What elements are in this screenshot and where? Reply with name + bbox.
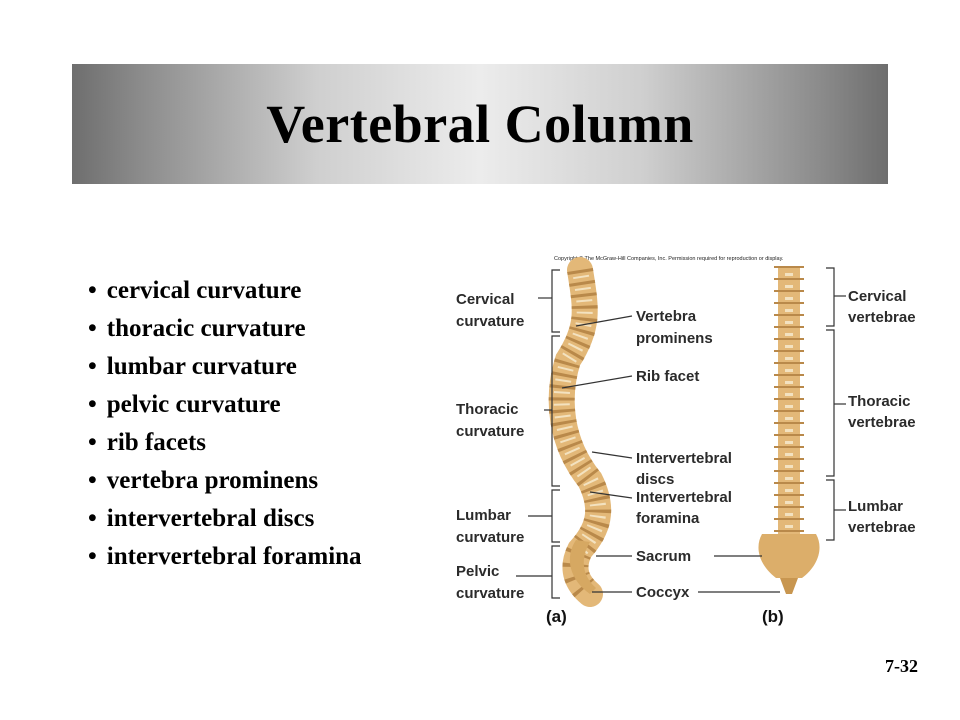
bullet-item: intervertebral discs — [88, 500, 362, 538]
label-thoracic-vertebrae-2: vertebrae — [848, 414, 916, 431]
label-thoracic-curvature-2: curvature — [456, 423, 524, 440]
label-sacrum: Sacrum — [636, 548, 691, 565]
label-lumbar-curvature-1: Lumbar — [456, 507, 511, 524]
title-bar: Vertebral Column — [72, 64, 888, 184]
label-cervical-vertebrae-1: Cervical — [848, 288, 906, 305]
cervical-bracket — [551, 269, 560, 333]
slide-number: 7-32 — [885, 656, 918, 676]
label-lumbar-curvature-2: curvature — [456, 529, 524, 546]
label-cervical-curvature-2: curvature — [456, 313, 524, 330]
spine-diagram: Copyright © The McGraw-Hill Companies, I… — [456, 255, 916, 626]
bullet-item: pelvic curvature — [88, 386, 362, 424]
right-brackets — [826, 267, 846, 541]
bullet-item: vertebra prominens — [88, 462, 362, 500]
label-pelvic-curvature-2: curvature — [456, 585, 524, 602]
label-intervertebral-foramina-1: Intervertebral — [636, 489, 732, 506]
slide-title: Vertebral Column — [266, 94, 694, 154]
label-rib-facet: Rib facet — [636, 368, 699, 385]
label-intervertebral-discs-2: discs — [636, 471, 674, 488]
label-thoracic-curvature-1: Thoracic — [456, 401, 519, 418]
bullet-item: intervertebral foramina — [88, 538, 362, 576]
label-intervertebral-discs-1: Intervertebral — [636, 450, 732, 467]
pelvic-bracket — [551, 545, 560, 599]
label-lumbar-vertebrae-2: vertebrae — [848, 519, 916, 536]
lumbar-vertebrae-bracket — [826, 479, 835, 541]
sacrum-lateral — [569, 540, 596, 594]
label-intervertebral-foramina-2: foramina — [636, 510, 700, 527]
posterior-spine — [758, 266, 820, 594]
sacrum-posterior — [758, 534, 820, 578]
bullet-item: rib facets — [88, 424, 362, 462]
bullet-item: cervical curvature — [88, 272, 362, 310]
label-thoracic-vertebrae-1: Thoracic — [848, 393, 911, 410]
panel-label-b: (b) — [762, 607, 784, 626]
label-cervical-curvature-1: Cervical — [456, 291, 514, 308]
lateral-spine-discs — [553, 268, 607, 556]
spine-figure: Copyright © The McGraw-Hill Companies, I… — [440, 248, 945, 638]
panel-label-a: (a) — [546, 607, 567, 626]
middle-leaders — [561, 315, 780, 593]
label-vertebra-prominens-2: prominens — [636, 330, 713, 347]
label-lumbar-vertebrae-1: Lumbar — [848, 498, 903, 515]
lumbar-bracket — [551, 489, 560, 543]
lateral-spine — [548, 257, 612, 607]
cervical-vertebrae-bracket — [826, 267, 835, 327]
left-brackets — [516, 269, 560, 599]
label-coccyx: Coccyx — [636, 584, 690, 601]
label-cervical-vertebrae-2: vertebrae — [848, 309, 916, 326]
label-vertebra-prominens-1: Vertebra — [636, 308, 697, 325]
thoracic-bracket — [551, 335, 560, 487]
coccyx-posterior — [780, 578, 798, 594]
thoracic-vertebrae-bracket — [826, 329, 835, 477]
bullet-item: thoracic curvature — [88, 310, 362, 348]
bullet-list: cervical curvature thoracic curvature lu… — [88, 272, 362, 576]
bullet-item: lumbar curvature — [88, 348, 362, 386]
copyright-notice: Copyright © The McGraw-Hill Companies, I… — [554, 255, 784, 262]
label-pelvic-curvature-1: Pelvic — [456, 563, 499, 580]
